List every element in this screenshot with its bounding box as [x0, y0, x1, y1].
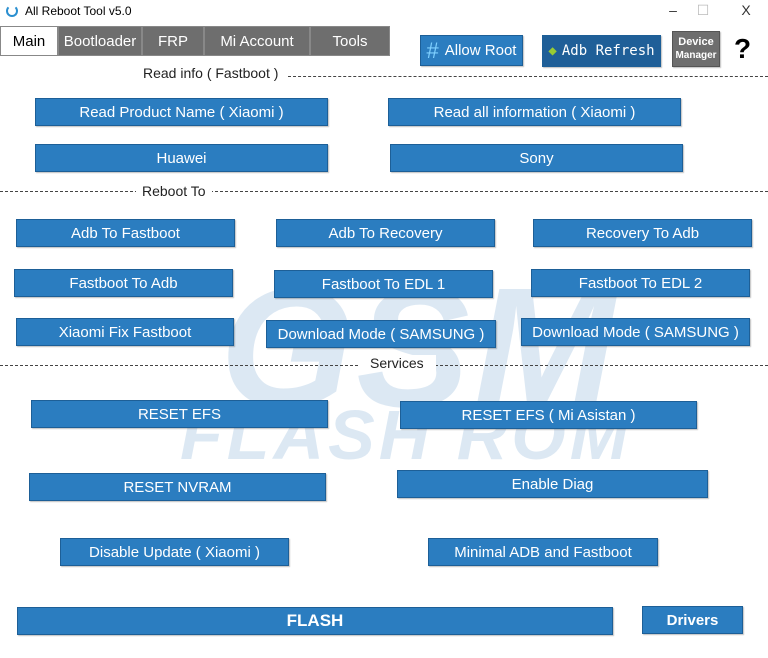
adb-to-recovery-button[interactable]: Adb To Recovery [276, 219, 495, 247]
help-button[interactable]: ? [734, 33, 752, 64]
tab-frp[interactable]: FRP [142, 26, 204, 56]
reset-nvram-button[interactable]: RESET NVRAM [29, 473, 326, 501]
read-product-name-button[interactable]: Read Product Name ( Xiaomi ) [35, 98, 328, 126]
close-button[interactable]: X [741, 2, 751, 18]
adb-refresh-button[interactable]: ◆Adb Refresh [542, 35, 661, 67]
download-mode-samsung-button-2[interactable]: Download Mode ( SAMSUNG ) [521, 318, 750, 346]
tab-mi-account[interactable]: Mi Account [204, 26, 310, 56]
tab-tools[interactable]: Tools [310, 26, 390, 56]
app-icon [6, 5, 18, 17]
fastboot-to-edl1-button[interactable]: Fastboot To EDL 1 [274, 270, 493, 298]
recovery-to-adb-button[interactable]: Recovery To Adb [533, 219, 752, 247]
download-mode-samsung-button-1[interactable]: Download Mode ( SAMSUNG ) [266, 320, 496, 348]
minimal-adb-fastboot-button[interactable]: Minimal ADB and Fastboot [428, 538, 658, 566]
section-services: Services [358, 355, 436, 371]
allow-root-button[interactable]: #Allow Root [420, 35, 523, 66]
fastboot-to-edl2-button[interactable]: Fastboot To EDL 2 [531, 269, 750, 297]
minimize-button[interactable]: – [669, 2, 677, 18]
section-reboot-to: Reboot To [136, 183, 212, 199]
tab-main[interactable]: Main [0, 26, 58, 56]
section-read-info: Read info ( Fastboot ) [139, 65, 283, 81]
maximize-button[interactable]: ☐ [696, 2, 710, 18]
window-title: All Reboot Tool v5.0 [25, 4, 132, 18]
disable-update-button[interactable]: Disable Update ( Xiaomi ) [60, 538, 289, 566]
fastboot-to-adb-button[interactable]: Fastboot To Adb [14, 269, 233, 297]
sony-button[interactable]: Sony [390, 144, 683, 172]
huawei-button[interactable]: Huawei [35, 144, 328, 172]
xiaomi-fix-fastboot-button[interactable]: Xiaomi Fix Fastboot [16, 318, 234, 346]
reset-efs-button[interactable]: RESET EFS [31, 400, 328, 428]
flash-button[interactable]: FLASH [17, 607, 613, 635]
read-all-information-button[interactable]: Read all information ( Xiaomi ) [388, 98, 681, 126]
tab-bootloader[interactable]: Bootloader [58, 26, 142, 56]
drivers-button[interactable]: Drivers [642, 606, 743, 634]
divider [288, 76, 768, 77]
hash-icon: # [426, 37, 439, 63]
reset-efs-mi-asistan-button[interactable]: RESET EFS ( Mi Asistan ) [400, 401, 697, 429]
enable-diag-button[interactable]: Enable Diag [397, 470, 708, 498]
android-icon: ◆ [548, 43, 557, 59]
adb-to-fastboot-button[interactable]: Adb To Fastboot [16, 219, 235, 247]
divider [0, 191, 768, 192]
